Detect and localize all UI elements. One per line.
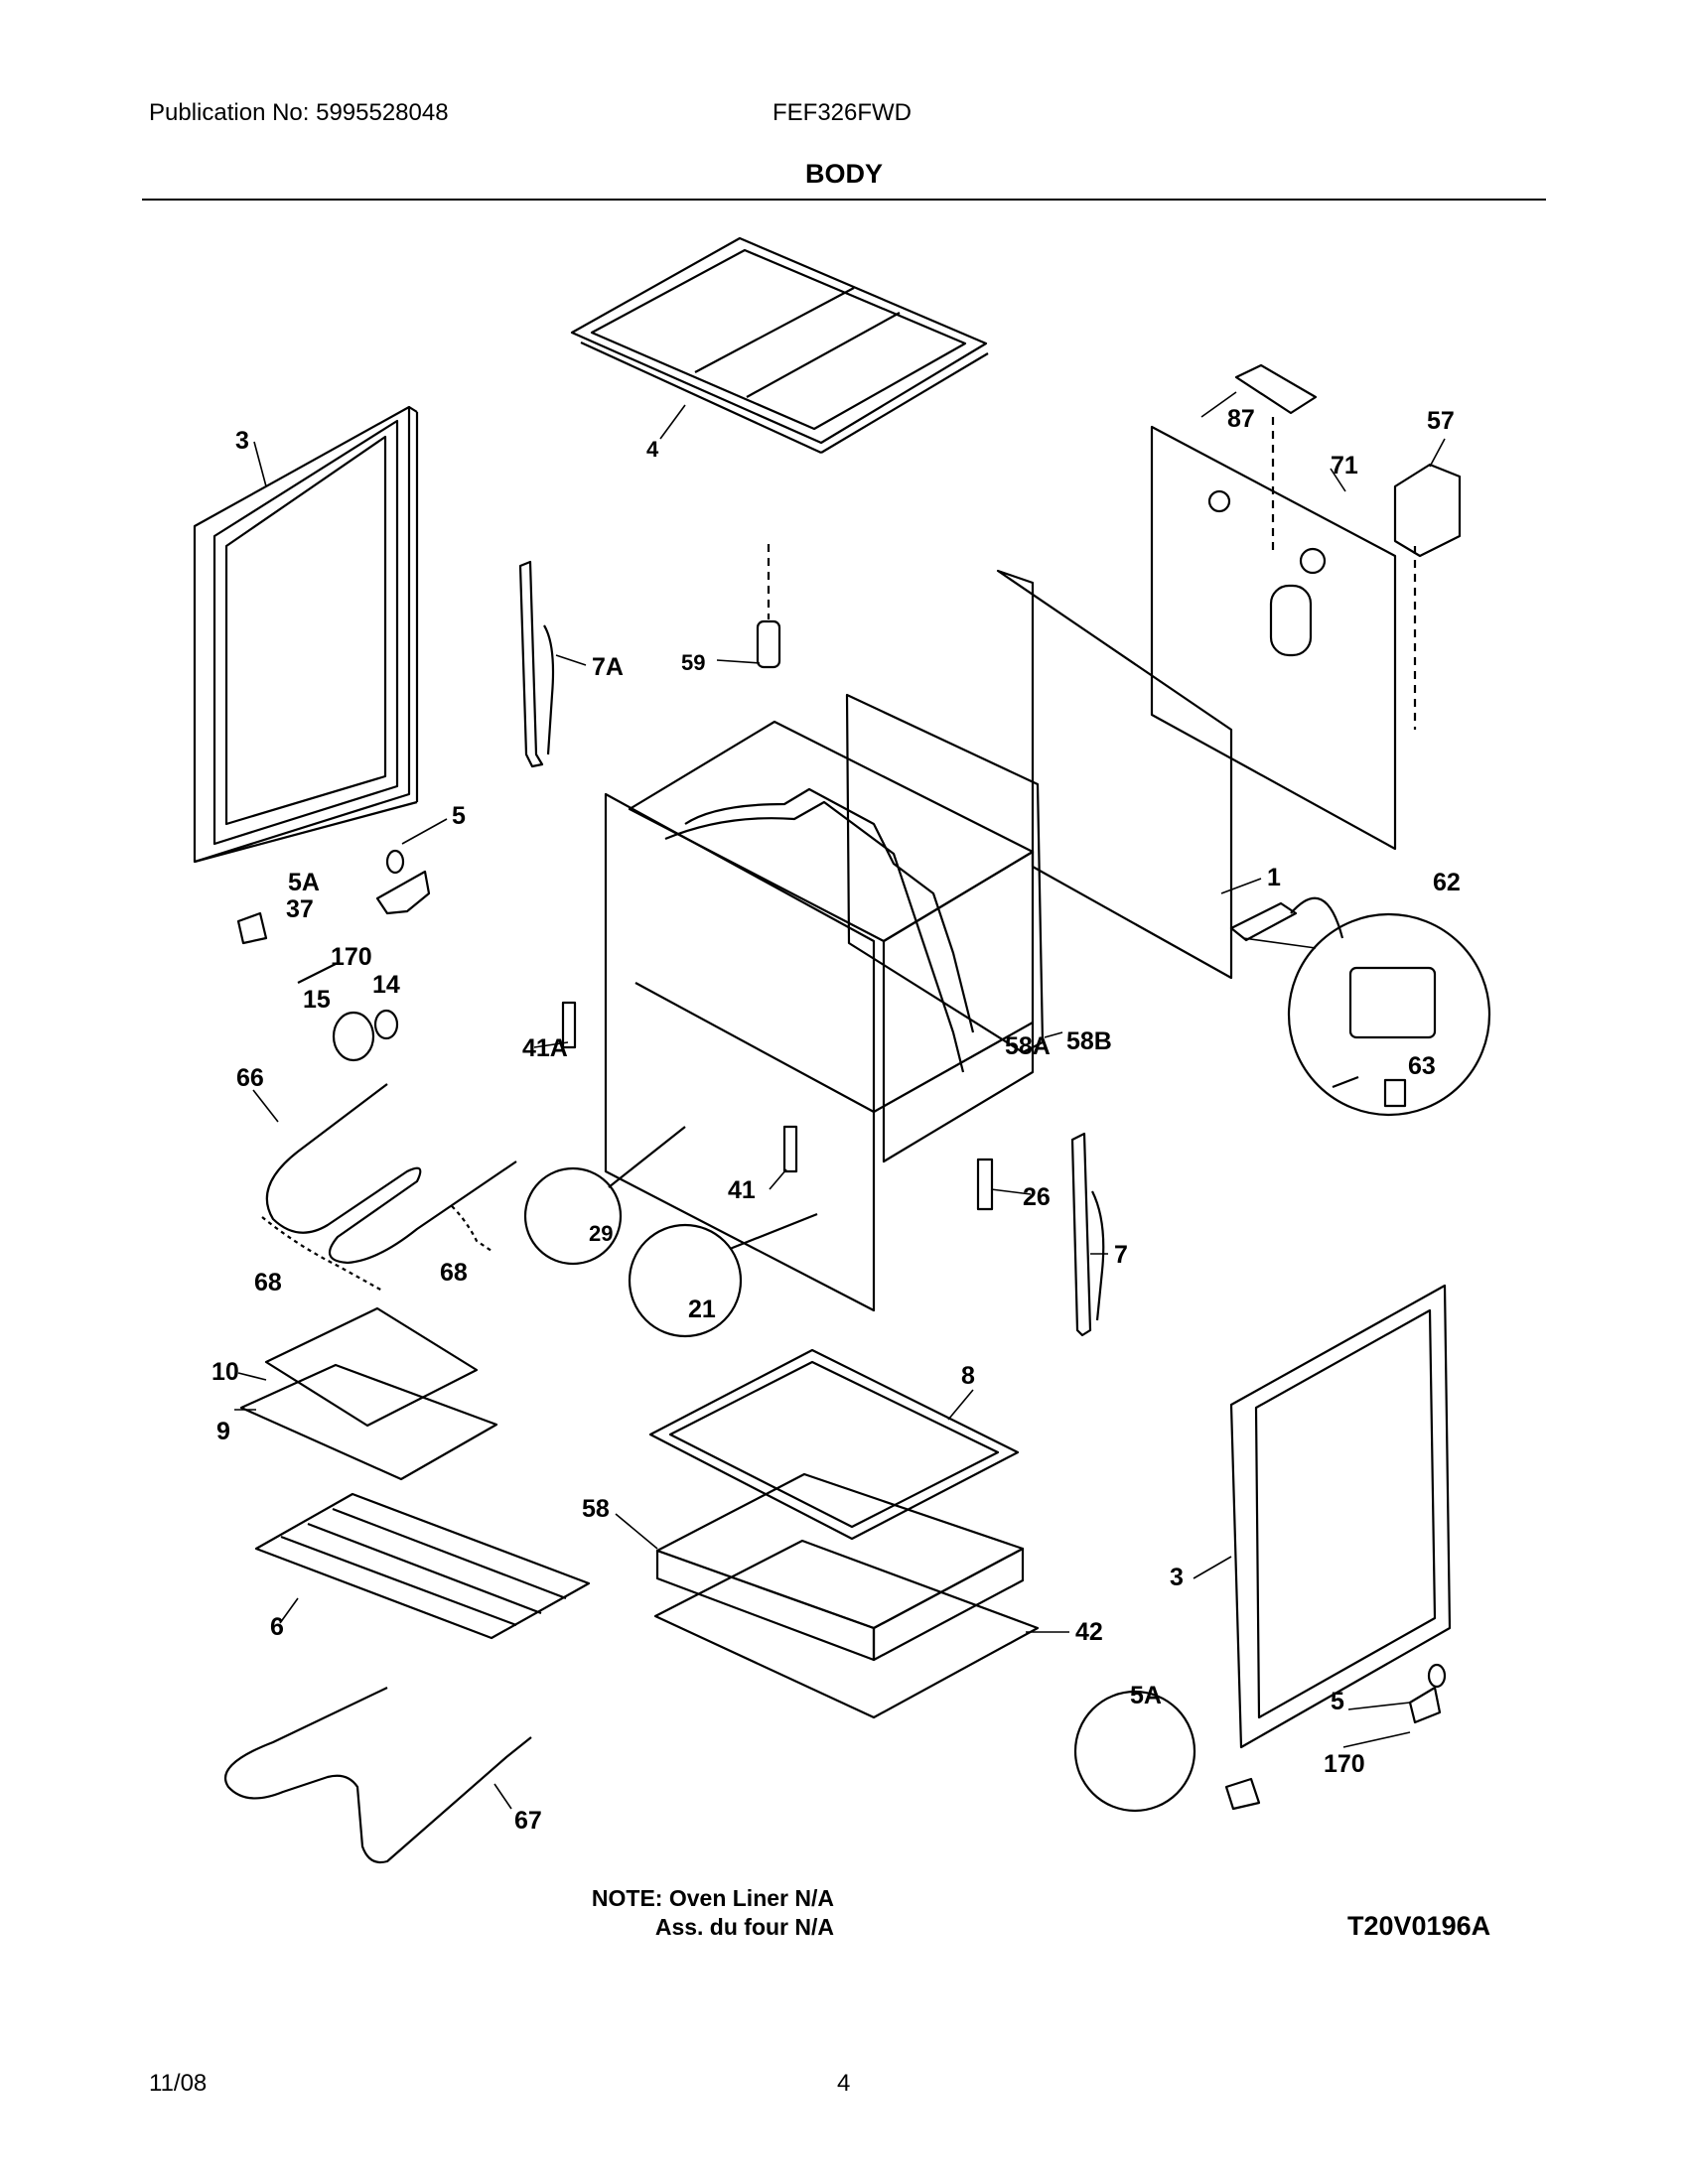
callout-label: 9	[216, 1418, 230, 1445]
terminal-detail-62	[1287, 912, 1491, 1117]
callout-label: 26	[1023, 1183, 1051, 1211]
callout-label: 3	[235, 427, 249, 455]
note-line-french: Ass. du four N/A	[654, 1914, 834, 1940]
bracket-41	[782, 1125, 798, 1173]
callout-label: 67	[514, 1807, 542, 1835]
callout-label: 71	[1331, 452, 1358, 479]
bottom-panel-42-part	[653, 1539, 1040, 1719]
hinge-7a-part	[518, 560, 555, 768]
note-line-english: NOTE: Oven Liner N/A	[591, 1885, 834, 1911]
top-panel-part	[570, 236, 989, 454]
callout-label: 170	[1324, 1750, 1365, 1778]
oven-body-part	[604, 720, 1035, 1312]
detail-21	[628, 1223, 743, 1338]
callout-label: 15	[303, 986, 331, 1014]
part-57	[1393, 463, 1462, 730]
hinge-7-part	[1070, 1132, 1105, 1337]
left-side-panel-part	[193, 405, 419, 864]
hinge-right-bottom-part	[1224, 1663, 1447, 1811]
callout-label: 6	[270, 1613, 284, 1641]
page-number: 4	[837, 2070, 851, 2097]
title-rule	[142, 199, 1546, 201]
callout-label: 68	[440, 1259, 468, 1287]
callout-label: 37	[286, 895, 314, 923]
callout-label: 5A	[1130, 1682, 1162, 1709]
callout-label: 58B	[1066, 1027, 1112, 1055]
callout-label: 5	[1331, 1688, 1344, 1715]
terminal-block-part	[1229, 901, 1298, 942]
callout-label: 66	[236, 1064, 264, 1092]
callout-label: 62	[1433, 869, 1461, 896]
callout-label: 58A	[1005, 1032, 1051, 1060]
callout-label: 41	[728, 1176, 756, 1204]
callout-label: 4	[646, 437, 659, 462]
callout-label: 5	[452, 802, 466, 830]
publication-number: Publication No: 5995528048	[149, 99, 449, 126]
callout-label: 29	[589, 1221, 614, 1246]
model-number: FEF326FWD	[773, 99, 913, 126]
callout-label: 63	[1408, 1052, 1436, 1080]
back-panel-1-part	[996, 569, 1233, 980]
right-side-panel-part	[1229, 1284, 1452, 1749]
callout-label: 8	[961, 1362, 975, 1390]
bracket-41a	[561, 1001, 577, 1049]
oven-rack-part	[254, 1492, 591, 1640]
part-87	[1234, 363, 1318, 415]
oven-liner-note: NOTE: Oven Liner N/A Ass. du four N/A	[536, 1884, 834, 1942]
diagram-code: T20V0196A	[1347, 1911, 1491, 1941]
callout-label: 3	[1170, 1564, 1184, 1591]
callout-label: 41A	[522, 1034, 568, 1062]
rear-panel-71-part	[1150, 425, 1397, 851]
callout-label: 10	[211, 1358, 239, 1386]
callout-label: 57	[1427, 407, 1455, 435]
bake-element-part	[223, 1687, 532, 1864]
insulation-58-part	[655, 1472, 1025, 1662]
callout-label: 7A	[592, 653, 624, 681]
callout-label: 5A	[288, 869, 320, 896]
footer-date: 11/08	[149, 2070, 208, 2097]
callout-label: 21	[688, 1296, 716, 1323]
callout-label: 59	[681, 650, 706, 675]
callout-label: 14	[372, 971, 400, 999]
callout-label: 68	[254, 1269, 282, 1297]
broil-element-part	[265, 1083, 517, 1265]
broiler-pan-part	[239, 1306, 498, 1481]
section-title: BODY	[804, 159, 883, 189]
detail-29	[523, 1166, 623, 1266]
wire-68-right	[451, 1205, 492, 1252]
detail-5a-right	[1073, 1690, 1196, 1813]
insulation-58b-part	[845, 693, 1045, 1054]
callout-label: 87	[1227, 405, 1255, 433]
callout-label: 1	[1267, 864, 1281, 891]
callout-label: 58	[582, 1495, 610, 1523]
callout-label: 7	[1114, 1241, 1128, 1269]
hinge-left-bottom-part	[236, 849, 431, 984]
lamp-parts	[332, 1009, 399, 1062]
callout-label: 42	[1075, 1618, 1103, 1646]
callout-label: 170	[331, 943, 372, 971]
part-59	[756, 544, 781, 669]
bottom-panel-8-part	[648, 1348, 1020, 1541]
bracket-26	[976, 1158, 994, 1211]
wire-68-left	[261, 1216, 383, 1292]
